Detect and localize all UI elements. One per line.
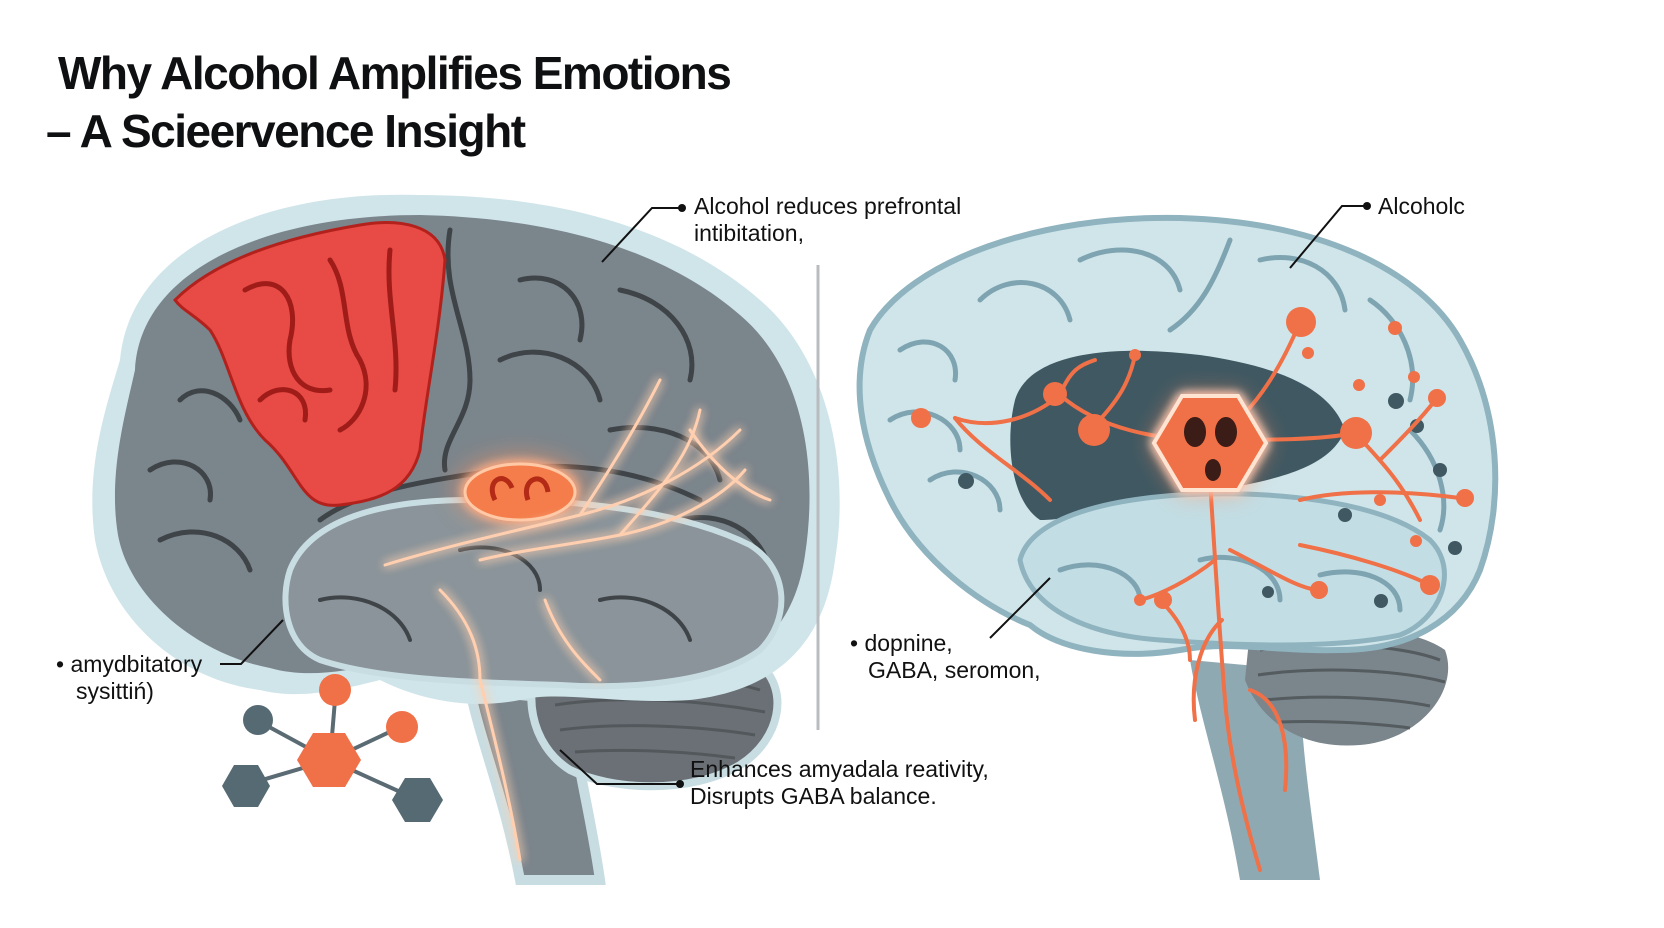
left-brain xyxy=(92,194,840,885)
right-temporal-lobe xyxy=(1017,491,1447,648)
label-amygdala-reactivity-line-1: Enhances amyadala reativity, xyxy=(690,756,989,782)
label-amygdala-system-line-1: • amydbitatory xyxy=(56,651,203,677)
left-prefrontal-cortex xyxy=(173,221,447,507)
left-amygdala-glow xyxy=(463,462,577,522)
left-neural-pathways xyxy=(383,378,772,862)
alcohol-hexagon-icon xyxy=(1151,394,1269,492)
right-neural-network xyxy=(953,320,1462,872)
leader-dots xyxy=(676,202,1371,788)
label-prefrontal: Alcohol reduces prefrontal intibitation, xyxy=(694,193,961,247)
label-prefrontal-line-2: intibitation, xyxy=(694,220,804,246)
label-alcoholc: Alcoholc xyxy=(1378,193,1465,219)
right-brain xyxy=(856,214,1499,880)
label-amygdala-system-line-2: sysittiń) xyxy=(76,678,154,704)
label-amygdala-system: • amydbitatory sysittiń) xyxy=(56,651,202,705)
right-slate-nodes xyxy=(958,393,1462,608)
leader-lines xyxy=(220,205,1367,785)
right-cerebellum xyxy=(1245,625,1449,746)
label-neurotransmitters-line-1: • dopnine, xyxy=(850,630,953,656)
page-title: Why Alcohol Amplifies Emotions – A Sciee… xyxy=(46,44,732,160)
left-temporal-sulci xyxy=(318,545,692,642)
label-neurotransmitters: • dopnine, GABA, seromon, xyxy=(850,630,1041,684)
title-line-2: – A Scieervence Insight xyxy=(46,105,526,157)
molecule-icon xyxy=(222,674,443,822)
title-line-1: Why Alcohol Amplifies Emotions xyxy=(58,47,732,99)
label-amygdala-reactivity-line-2: Disrupts GABA balance. xyxy=(690,783,937,809)
label-prefrontal-line-1: Alcohol reduces prefrontal xyxy=(694,193,962,219)
left-prefrontal-folds xyxy=(242,247,399,433)
label-amygdala-reactivity: Enhances amyadala reativity, Disrupts GA… xyxy=(690,756,989,810)
label-neurotransmitters-line-2: GABA, seromon, xyxy=(868,657,1041,683)
right-orange-nodes xyxy=(911,307,1474,609)
